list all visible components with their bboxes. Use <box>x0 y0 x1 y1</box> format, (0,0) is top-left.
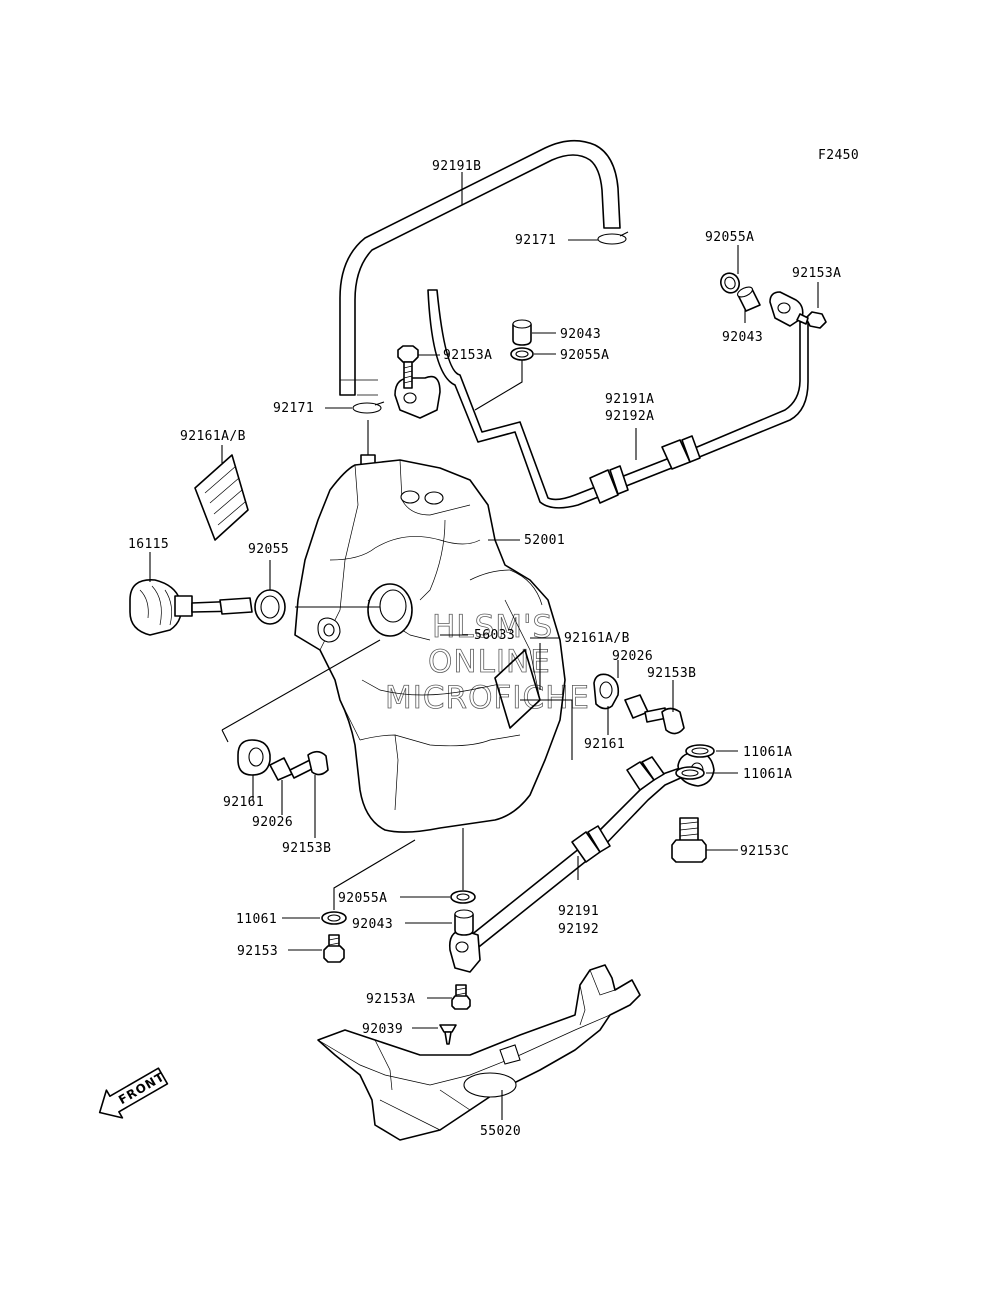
label-92043-center: 92043 <box>560 327 601 342</box>
bolt-92153A-center <box>397 345 419 389</box>
gasket-11061A-upper <box>685 744 715 758</box>
label-92055A-center: 92055A <box>560 348 609 363</box>
label-92153B-left: 92153B <box>282 841 331 856</box>
damper-92161-left <box>237 739 271 776</box>
label-92192: 92192 <box>558 922 599 937</box>
leader-lines <box>149 172 819 1120</box>
label-92043-right: 92043 <box>722 330 763 345</box>
decal-92161AB-left <box>194 454 249 541</box>
damper-92161-right <box>593 673 620 710</box>
hose-banjo-fitting-left <box>394 375 441 419</box>
label-92192A: 92192A <box>605 409 654 424</box>
label-92026-right: 92026 <box>612 649 653 664</box>
watermark: HLSM'S ONLINE MICROFICHE <box>385 609 590 717</box>
clip-92039 <box>439 1024 457 1045</box>
label-92055A-bottom: 92055A <box>338 891 387 906</box>
label-92153: 92153 <box>237 944 278 959</box>
label-92161-left: 92161 <box>223 795 264 810</box>
collar-92026-left <box>269 757 293 781</box>
bolt-92153A-top-right <box>796 311 827 329</box>
label-92039: 92039 <box>362 1022 403 1037</box>
label-92153C: 92153C <box>740 844 789 859</box>
collar-92043-center <box>512 319 532 346</box>
washer-92055A-bottom <box>450 890 476 904</box>
callout-labels: 92191B 92171 92055A 92153A 92043 92043 9… <box>128 159 841 1139</box>
collar-92043-bottom <box>454 909 474 936</box>
label-92055A-top-right: 92055A <box>705 230 754 245</box>
label-92153A-center: 92153A <box>443 348 492 363</box>
label-92026-left: 92026 <box>252 815 293 830</box>
label-92153A-bottom: 92153A <box>366 992 415 1007</box>
label-92191: 92191 <box>558 904 599 919</box>
hose-clamp-92171-left <box>352 401 385 414</box>
watermark-line-1: HLSM'S <box>432 609 553 645</box>
label-92161-right: 92161 <box>584 737 625 752</box>
label-92153B-right: 92153B <box>647 666 696 681</box>
label-56033: 56033 <box>474 628 515 643</box>
front-direction-arrow: FRONT <box>98 1067 169 1119</box>
figure-code: F2450 <box>818 148 859 163</box>
bolt-92153B-left <box>289 750 329 779</box>
label-92161AB-left: 92161A/B <box>180 429 246 444</box>
bolt-92153B-right <box>644 707 685 735</box>
label-11061A-upper: 11061A <box>743 745 792 760</box>
label-92191A: 92191A <box>605 392 654 407</box>
collar-92026-right <box>624 694 649 719</box>
label-55020: 55020 <box>480 1124 521 1139</box>
washer-92055A-center <box>510 347 534 361</box>
label-92161AB-right: 92161A/B <box>564 631 630 646</box>
watermark-line-3: MICROFICHE <box>385 680 590 716</box>
label-11061A-lower: 11061A <box>743 767 792 782</box>
label-16115: 16115 <box>128 537 169 552</box>
gasket-11061A-lower <box>675 766 705 780</box>
watermark-line-2: ONLINE <box>428 644 551 680</box>
fuel-hose-92191 <box>464 756 686 951</box>
bolt-92153 <box>323 934 345 963</box>
guard-plate-55020 <box>317 964 641 1141</box>
fuel-hose-92191A <box>427 289 809 509</box>
label-92055: 92055 <box>248 542 289 557</box>
label-92153A-top-right: 92153A <box>792 266 841 281</box>
label-92043-bottom: 92043 <box>352 917 393 932</box>
gasket-92055 <box>254 589 286 625</box>
label-92171-left: 92171 <box>273 401 314 416</box>
label-52001: 52001 <box>524 533 565 548</box>
fuel-cap-16115 <box>129 579 253 636</box>
label-92171-top: 92171 <box>515 233 556 248</box>
banjo-bolt-92153C <box>671 817 707 863</box>
hose-clamp-92171-top <box>597 231 629 245</box>
label-92191B: 92191B <box>432 159 481 174</box>
label-11061: 11061 <box>236 912 277 927</box>
banjo-fitting-lower-left <box>448 929 481 973</box>
washer-92055A-top-right <box>720 272 740 294</box>
bolt-92153A-bottom <box>451 984 471 1010</box>
collar-92043-right <box>737 286 761 312</box>
gasket-11061 <box>321 911 347 925</box>
fuel-tank-52001 <box>294 459 566 833</box>
